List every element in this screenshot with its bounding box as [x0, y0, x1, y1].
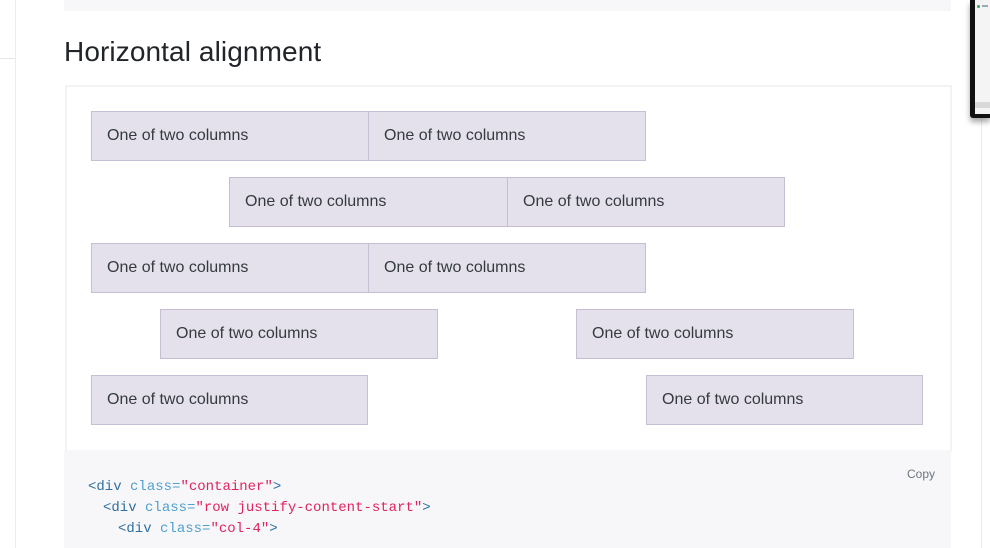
code-string: "container" [180, 479, 273, 495]
row-around-col-1: One of two columns [160, 309, 438, 359]
copy-button[interactable]: Copy [906, 467, 935, 481]
code-tag: > [272, 479, 282, 495]
code-attr: class= [130, 479, 181, 495]
code-string: "row justify-content-start" [195, 500, 423, 516]
code-string: "col-4" [210, 521, 270, 537]
row-center-col-2: One of two columns [507, 177, 785, 227]
code-tag: > [269, 521, 278, 537]
section-heading: Horizontal alignment [64, 36, 322, 67]
previous-code-block-edge [64, 0, 951, 11]
code-line: <div class="container"> [88, 479, 281, 495]
right-sidebar-border [981, 0, 982, 548]
left-sidebar-border [15, 0, 16, 548]
code-tag: <div [118, 521, 161, 537]
row-center-col-1: One of two columns [229, 177, 508, 227]
row-start-col-2: One of two columns [368, 111, 646, 161]
thumbnail-text-icon [982, 5, 988, 7]
row-start-col-1: One of two columns [91, 111, 369, 161]
row-around-col-2: One of two columns [576, 309, 854, 359]
example-preview: One of two columns One of two columns On… [65, 85, 952, 452]
status-dot-icon [977, 5, 980, 8]
code-tag: <div [88, 479, 131, 495]
row-between-col-2: One of two columns [646, 375, 923, 425]
left-divider-tick [0, 58, 15, 59]
code-snippet[interactable]: Copy <div class="container"> <div class=… [64, 450, 951, 548]
thumbnail-bar [975, 102, 990, 108]
thumbnail-preview [975, 0, 990, 114]
window-thumbnail[interactable] [970, 0, 990, 118]
code-line: <div class="row justify-content-start"> [103, 500, 431, 516]
code-attr: class= [160, 521, 211, 537]
code-attr: class= [145, 500, 196, 516]
row-end-col-1: One of two columns [91, 243, 369, 293]
code-line: <div class="col-4"> [118, 521, 278, 537]
code-tag: <div [103, 500, 146, 516]
row-end-col-2: One of two columns [368, 243, 646, 293]
row-between-col-1: One of two columns [91, 375, 368, 425]
code-tag: > [422, 500, 431, 516]
